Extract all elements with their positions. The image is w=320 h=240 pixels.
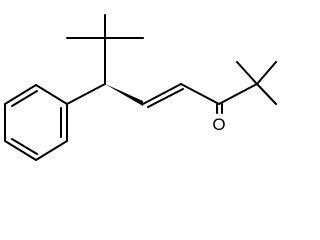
ring-bond-2: [35, 140, 68, 161]
right-tert-butyl-group: [218, 61, 277, 105]
ring-inner-double-2: [11, 138, 38, 155]
ring-bond-6: [35, 84, 68, 105]
ring-inner-double-3: [11, 90, 38, 107]
bond-stereocenter-to-phenyl: [66, 83, 106, 105]
left-tert-butyl-group: [66, 14, 144, 85]
oxygen-atom-label: O: [212, 115, 225, 134]
carbonyl-double-bond: [216, 103, 223, 114]
bond-vinyl-to-carbonyl: [180, 83, 220, 105]
ring-bond-5: [4, 84, 37, 105]
phenyl-ring: [4, 84, 68, 161]
bond-alkene-inner: [147, 88, 184, 108]
structure-canvas: O: [4, 14, 277, 161]
bond-tbu2-upper-left: [236, 61, 258, 85]
bond-carbonyl-to-quaternary: [218, 83, 258, 105]
alkene-double-bond: [142, 83, 220, 108]
wedge-bond: [105, 84, 143, 106]
stereocenter-bonds: [66, 83, 106, 105]
ring-bond-3: [4, 140, 37, 161]
bond-alkene-main: [142, 83, 182, 105]
bond-tbu2-upper-right: [256, 61, 277, 85]
molecule-structure: O: [4, 14, 277, 161]
bond-tbu2-lower-right: [256, 83, 277, 105]
